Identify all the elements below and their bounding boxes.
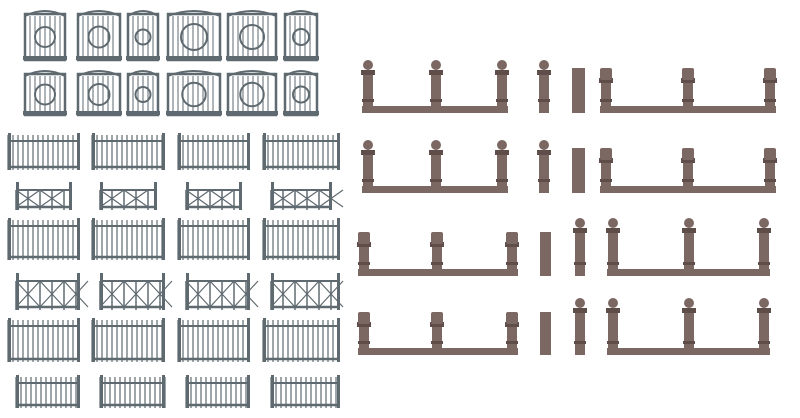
stone-fence-with-balls [606, 298, 771, 355]
iron-gate [23, 70, 67, 117]
iron-fence-panel [91, 218, 165, 260]
iron-fence-panel [262, 133, 340, 170]
iron-gate [226, 10, 278, 62]
iron-fence-panel [7, 318, 80, 362]
stone-fence-u-shape [357, 232, 519, 276]
iron-fence-panel [99, 182, 157, 210]
single-stone-post [537, 140, 551, 193]
iron-fence-panel [262, 318, 340, 362]
iron-fence-panel [177, 318, 250, 362]
stone-fence-u-shape [357, 312, 519, 355]
stone-pillar-piece [572, 148, 585, 193]
iron-gate [166, 10, 222, 62]
stone-fence-u-shape [599, 68, 777, 113]
iron-fence-panel [270, 375, 340, 408]
iron-fence-panel [177, 133, 250, 170]
iron-fence-panel [185, 182, 242, 210]
stone-fence-with-finials [361, 60, 509, 113]
stone-fence-with-finials [361, 140, 509, 193]
iron-fence-panel [91, 133, 165, 170]
iron-fence-panel [99, 273, 173, 310]
iron-gate [76, 70, 122, 117]
stone-pillar-piece [540, 312, 551, 355]
iron-gate [76, 10, 122, 62]
iron-fence-panel [7, 133, 80, 170]
iron-fence-panel [185, 375, 250, 408]
single-stone-post [573, 298, 587, 355]
iron-fence-panel [270, 182, 344, 210]
iron-gate [226, 70, 278, 117]
iron-fence-panel [270, 273, 344, 310]
iron-fence-panel [185, 273, 259, 310]
iron-fence-panel [91, 318, 165, 362]
iron-fence-panel [15, 182, 72, 210]
iron-fence-panel [99, 375, 166, 408]
iron-fence-panel [177, 218, 250, 260]
iron-fence-panel [15, 273, 89, 310]
iron-fence-panel [262, 218, 340, 260]
iron-gate [283, 70, 319, 117]
stone-pillar-piece [540, 232, 551, 276]
single-stone-post [537, 60, 551, 113]
iron-fence-panel [15, 375, 80, 408]
single-stone-post [573, 218, 587, 276]
iron-gate [166, 70, 222, 117]
iron-fence-panel [7, 218, 80, 260]
iron-gate [23, 10, 67, 62]
iron-gate [126, 10, 160, 62]
stone-pillar-piece [572, 68, 585, 113]
iron-gate [126, 70, 160, 117]
iron-gate [283, 10, 319, 62]
stone-fence-with-balls [606, 218, 771, 276]
stone-fence-u-shape [599, 148, 777, 193]
